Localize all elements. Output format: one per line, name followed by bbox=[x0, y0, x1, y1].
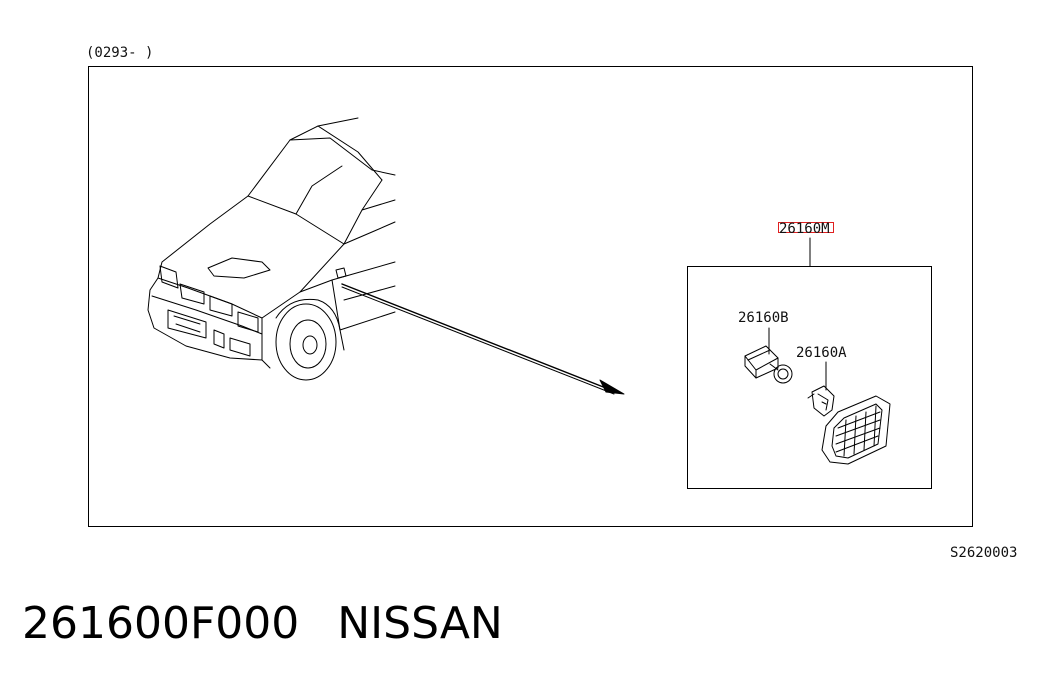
assembly-box bbox=[687, 266, 932, 489]
brand-name: NISSAN bbox=[337, 598, 503, 649]
part-label-assembly[interactable]: 26160M bbox=[779, 221, 830, 237]
highlight-box bbox=[778, 222, 834, 233]
diagram-frame bbox=[88, 66, 973, 527]
diagram-code: S2620003 bbox=[950, 545, 1018, 561]
lamp-lens-part bbox=[821, 395, 891, 465]
bulb-part bbox=[807, 385, 835, 417]
range-label: (0293- ) bbox=[86, 45, 154, 61]
vehicle-drawing bbox=[147, 117, 396, 381]
socket-part bbox=[744, 345, 793, 384]
part-number: 261600F000 bbox=[22, 598, 300, 649]
pointer-arrow bbox=[341, 283, 625, 395]
part-label-bulb[interactable]: 26160A bbox=[796, 345, 847, 361]
part-label-socket[interactable]: 26160B bbox=[738, 310, 789, 326]
